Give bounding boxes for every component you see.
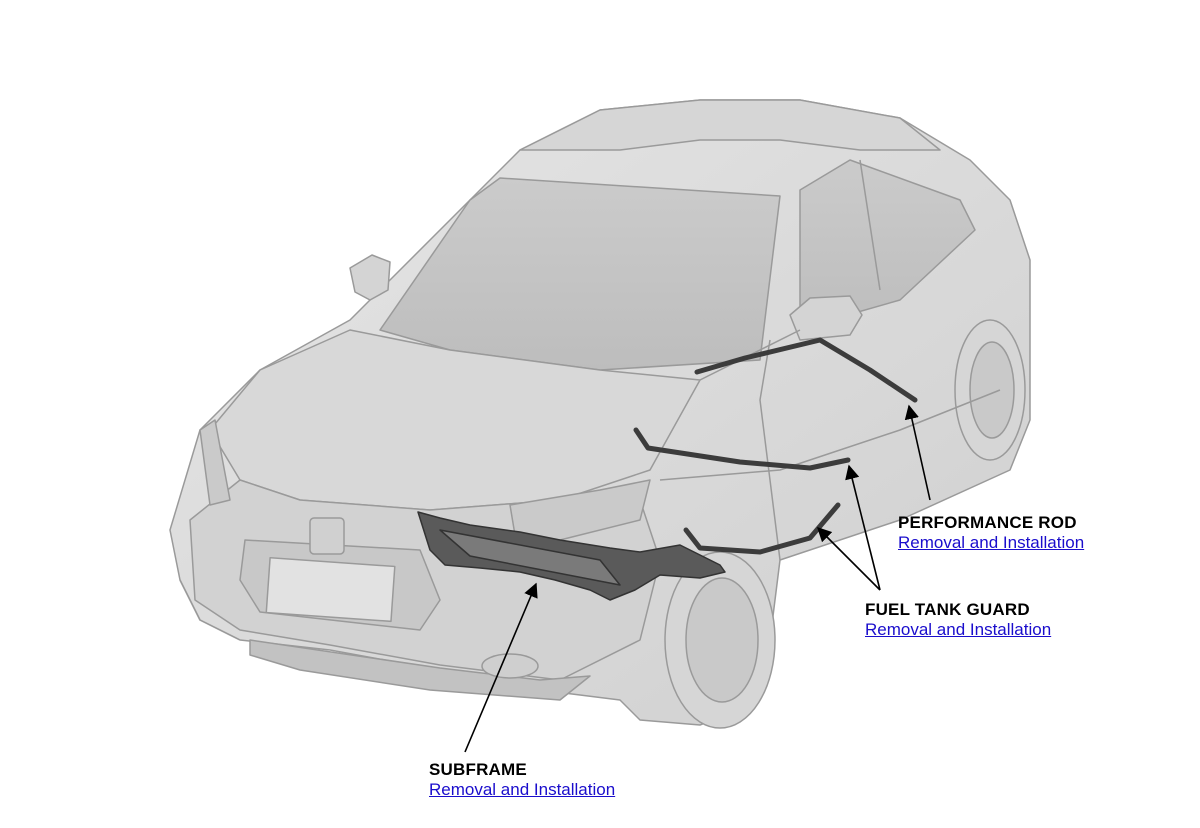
performance-rod-title: PERFORMANCE ROD (898, 513, 1077, 532)
fuel-tank-guard-link[interactable]: Removal and Installation (865, 620, 1052, 639)
leader-lines (464, 404, 931, 753)
fuel-tank-guard-leader-lower (816, 526, 881, 591)
performance-rod-part (694, 337, 918, 403)
fuel-tank-guard-callout: FUEL TANK GUARD Removal and Installation (865, 600, 1051, 640)
subframe-link[interactable]: Removal and Installation (429, 780, 616, 799)
fuel-tank-guard-title: FUEL TANK GUARD (865, 600, 1030, 619)
subframe-part (417, 511, 726, 601)
performance-rod-link[interactable]: Removal and Installation (898, 533, 1085, 552)
vehicle-body (169, 99, 1031, 729)
subframe-title: SUBFRAME (429, 760, 527, 779)
fuel-tank-guard-leader-upper (845, 464, 881, 591)
performance-rod-callout: PERFORMANCE ROD Removal and Installation (898, 513, 1084, 553)
performance-rod-leader (904, 404, 931, 501)
subframe-leader (464, 582, 538, 753)
subframe-callout: SUBFRAME Removal and Installation (429, 760, 615, 800)
